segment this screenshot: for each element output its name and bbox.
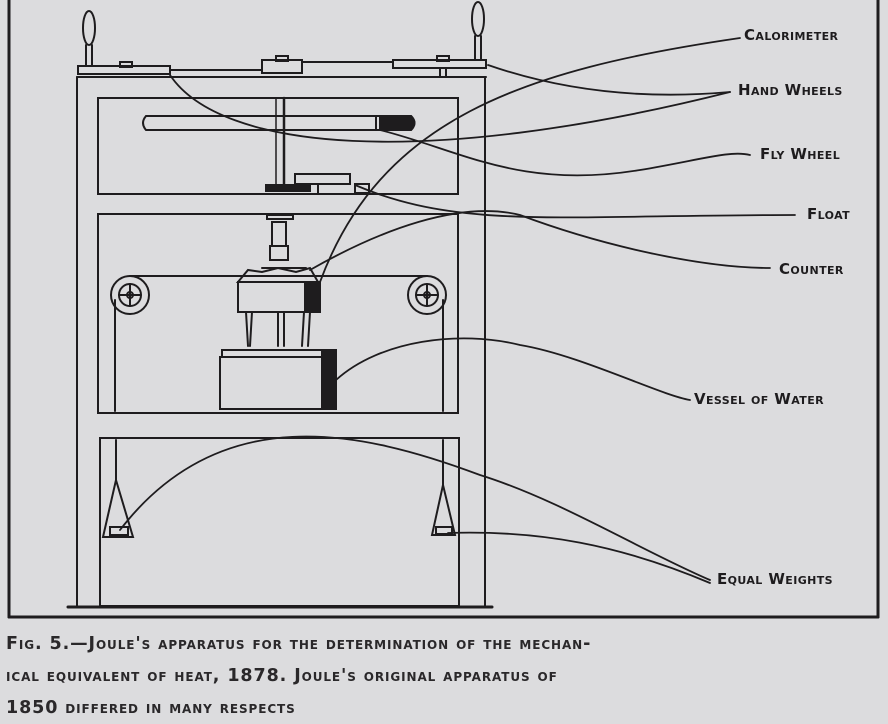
leader-vessel [335,337,691,401]
leader-hand-wheels-1 [487,64,731,96]
label-equal-weights: Equal Weights [717,570,833,588]
fly-wheel [142,115,416,131]
caption-line-1: Fig. 5.—Joule's apparatus for the determ… [6,634,592,654]
calorimeter [235,266,321,347]
leader-hand-wheels-2 [169,74,731,143]
leader-weights-2 [447,531,711,584]
leader-lines [119,37,796,584]
hand-wheels [77,55,487,78]
label-counter: Counter [779,260,844,278]
label-calorimeter: Calorimeter [744,26,839,44]
figure-caption: Fig. 5.—Joule's apparatus for the determ… [6,628,884,724]
equal-weights [101,439,457,538]
label-vessel-of-water: Vessel of Water [694,390,824,408]
vessel-of-water [219,349,337,410]
joule-apparatus-figure: Calorimeter Hand Wheels Fly Wheel Float … [7,0,880,619]
top-panel [97,97,459,195]
lower-panel [99,437,460,607]
frame [66,76,494,609]
leader-calorimeter [319,37,741,283]
counter [265,173,370,194]
leader-counter [309,210,771,271]
caption-line-3: 1850 differed in many respects [6,698,296,718]
float [261,214,307,269]
figure-border [7,0,880,619]
caption-line-2: ical equivalent of heat, 1878. Joule's o… [6,666,558,686]
leader-weights-1 [119,435,711,581]
crank-handles [82,1,485,67]
apparatus-drawing [7,0,880,619]
leader-float [354,184,796,219]
label-hand-wheels: Hand Wheels [738,81,843,99]
pulleys [110,275,447,412]
shaft [275,96,286,186]
label-float: Float [807,205,851,223]
label-fly-wheel: Fly Wheel [760,145,841,163]
leader-fly-wheel [379,129,751,177]
